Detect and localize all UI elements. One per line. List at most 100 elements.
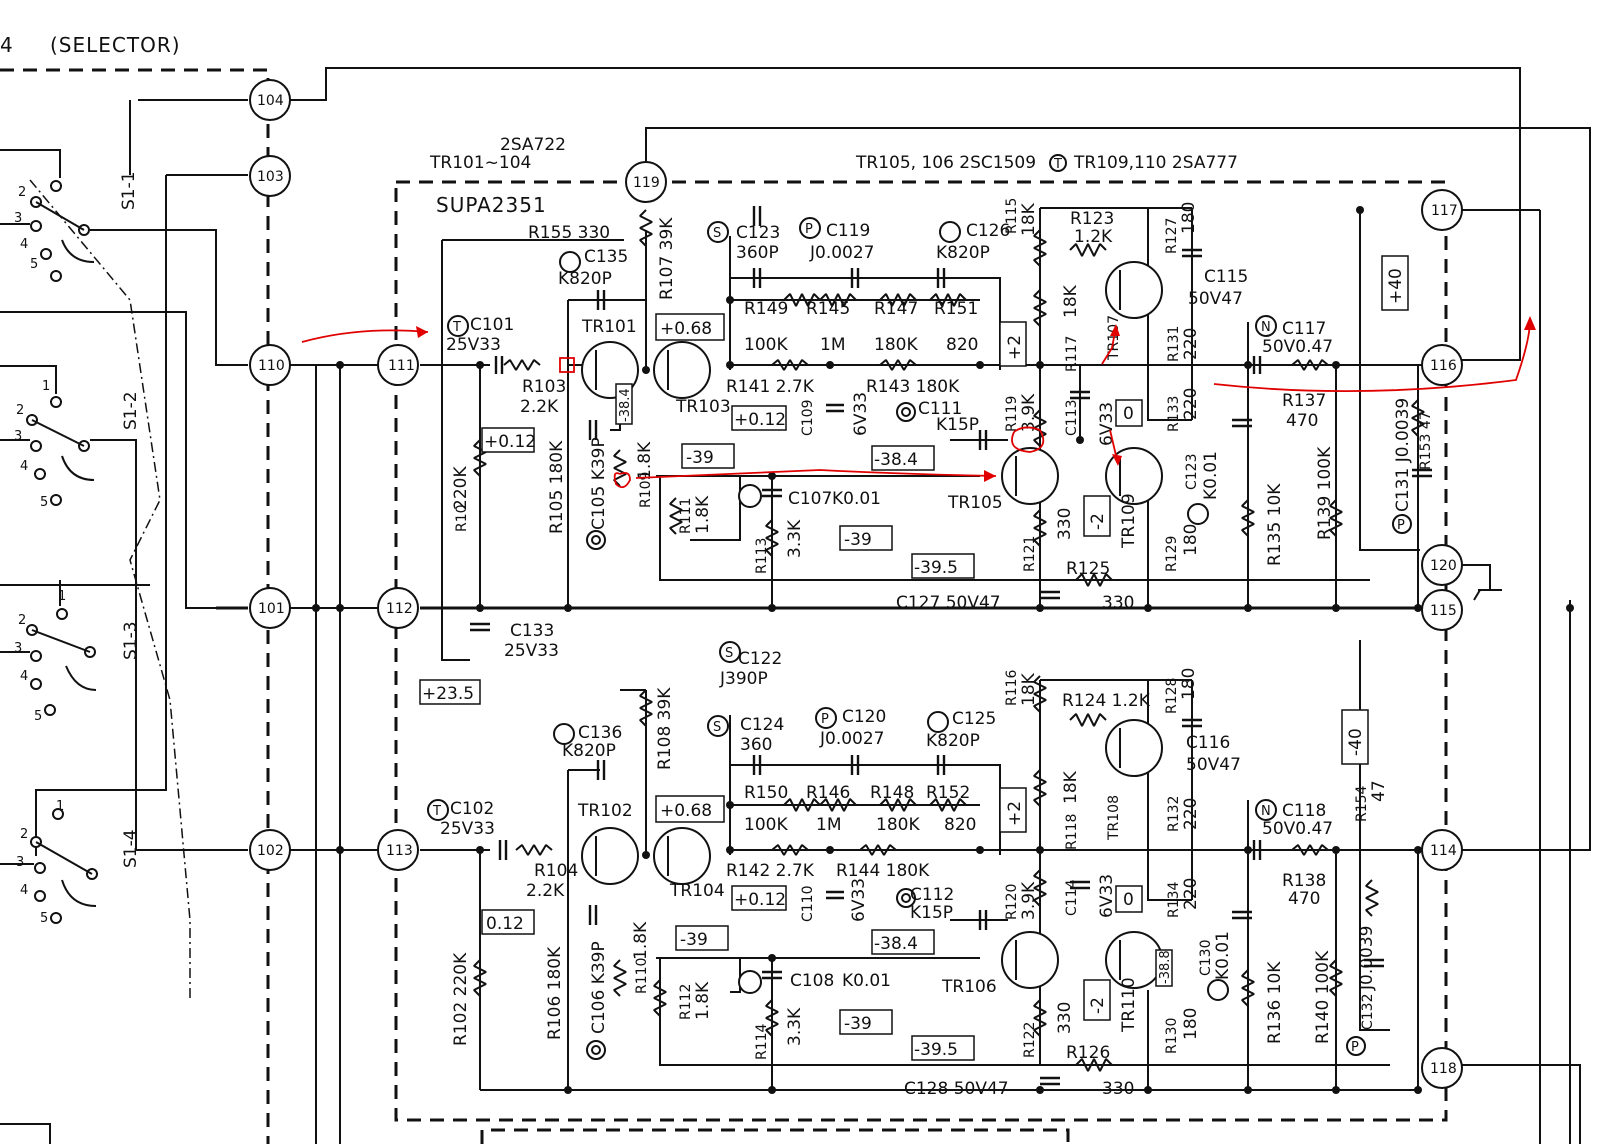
svg-text:R103: R103: [522, 377, 566, 397]
svg-text:100K: 100K: [744, 815, 788, 835]
svg-text:111: 111: [388, 358, 415, 374]
svg-text:TR101: TR101: [581, 317, 637, 337]
svg-text:N: N: [1261, 804, 1271, 819]
svg-text:C123: C123: [1184, 454, 1200, 491]
svg-text:112: 112: [386, 601, 413, 617]
svg-text:50V47: 50V47: [1188, 289, 1243, 309]
svg-text:K0.01: K0.01: [1213, 931, 1233, 980]
svg-text:R105 180K: R105 180K: [547, 440, 567, 534]
svg-text:-2: -2: [1088, 997, 1108, 1014]
svg-text:6V33: 6V33: [849, 878, 869, 922]
svg-text:R134: R134: [1166, 881, 1182, 918]
switch-label-s1-2: S1-2: [121, 391, 141, 430]
svg-text:C135: C135: [584, 247, 628, 267]
svg-text:470: 470: [1286, 411, 1318, 431]
svg-text:360P: 360P: [736, 243, 779, 263]
voltage-box: +2: [999, 787, 1027, 833]
svg-text:2: 2: [18, 185, 26, 200]
svg-text:3.9K: 3.9K: [1019, 881, 1039, 920]
node-110: 110: [249, 344, 291, 386]
svg-text:R125: R125: [1066, 559, 1110, 579]
tr-type-top-left: 2SA722: [500, 135, 566, 155]
voltage-box: -39: [681, 443, 735, 469]
node-115: 115: [1421, 589, 1463, 631]
svg-text:TR104: TR104: [669, 881, 725, 901]
svg-text:220: 220: [1181, 328, 1201, 360]
svg-text:820: 820: [944, 815, 976, 835]
svg-text:-39: -39: [686, 448, 714, 468]
svg-text:119: 119: [633, 175, 660, 191]
wiring: [0, 67, 1591, 1144]
selector-switches: S1-1 2 3 4 5 S1-2 1 2 3 4 5 S1-3 1 2 3 4…: [0, 149, 191, 1000]
svg-text:-38.4: -38.4: [874, 934, 918, 954]
svg-text:820: 820: [946, 335, 978, 355]
svg-text:K0.01: K0.01: [842, 971, 891, 991]
svg-text:K15P: K15P: [910, 903, 953, 923]
svg-text:K15P: K15P: [936, 415, 979, 435]
node-117: 117: [1421, 189, 1463, 231]
svg-text:1.8K: 1.8K: [631, 921, 651, 960]
svg-text:R138: R138: [1282, 871, 1326, 891]
svg-text:R126: R126: [1066, 1043, 1110, 1063]
svg-text:K0.01: K0.01: [832, 489, 881, 509]
svg-text:330: 330: [1055, 508, 1075, 540]
voltage-box: -2: [1083, 495, 1111, 537]
svg-text:C107: C107: [788, 489, 832, 509]
switch-label-s1-3: S1-3: [121, 621, 141, 660]
svg-text:R136 10K: R136 10K: [1265, 961, 1285, 1044]
svg-text:R111: R111: [678, 498, 694, 534]
svg-text:R145: R145: [806, 299, 850, 319]
svg-text:P: P: [805, 222, 813, 237]
svg-text:S: S: [713, 226, 721, 241]
voltage-box: +23.5: [419, 679, 481, 705]
svg-text:K0.01: K0.01: [1201, 451, 1221, 500]
node-114: 114: [1421, 829, 1463, 871]
svg-text:180: 180: [1181, 1008, 1201, 1040]
svg-text:R124 1.2K: R124 1.2K: [1062, 691, 1151, 711]
svg-text:104: 104: [257, 93, 284, 109]
svg-text:103: 103: [257, 169, 284, 185]
svg-text:R154: R154: [1354, 785, 1370, 822]
voltage-box: 0.12: [481, 909, 535, 935]
svg-text:220: 220: [1181, 878, 1201, 910]
svg-text:C132: C132: [1360, 994, 1376, 1031]
svg-text:220K: 220K: [451, 466, 471, 510]
svg-text:TR109: TR109: [1119, 493, 1139, 549]
svg-text:T: T: [432, 804, 441, 819]
svg-text:1M: 1M: [820, 335, 845, 355]
node-118: 118: [1421, 1047, 1463, 1089]
svg-text:2: 2: [20, 827, 28, 842]
svg-text:3.9K: 3.9K: [1019, 393, 1039, 432]
lower-channel: S S P T N P C122 J390P R108 39K C124 360…: [427, 641, 1389, 1099]
svg-text:100K: 100K: [744, 335, 788, 355]
svg-text:5: 5: [34, 709, 42, 724]
svg-text:+0.12: +0.12: [734, 890, 786, 910]
svg-text:-38.4: -38.4: [618, 388, 633, 422]
svg-text:3: 3: [14, 211, 22, 226]
svg-text:R155 330: R155 330: [528, 223, 610, 243]
voltage-box: +0.12: [481, 427, 536, 453]
svg-text:R109: R109: [638, 472, 654, 508]
svg-text:R121: R121: [1022, 536, 1038, 572]
svg-text:TR106: TR106: [941, 977, 997, 997]
svg-text:R131: R131: [1166, 326, 1182, 362]
svg-text:180: 180: [1179, 668, 1199, 700]
switch-label-s1-4: S1-4: [121, 829, 141, 868]
svg-text:R140 100K: R140 100K: [1313, 950, 1333, 1044]
voltage-box: 0: [1115, 399, 1143, 427]
svg-text:330: 330: [1102, 593, 1134, 613]
node-111: 111: [377, 344, 419, 386]
svg-text:J0.0027: J0.0027: [809, 243, 875, 263]
svg-text:R114: R114: [754, 1023, 770, 1060]
svg-text:2: 2: [18, 613, 26, 628]
voltage-box: +0.68: [655, 795, 725, 823]
svg-text:-40: -40: [1346, 728, 1366, 756]
voltage-box: -38.4: [871, 445, 935, 471]
svg-text:R151: R151: [934, 299, 978, 319]
svg-text:-38.4: -38.4: [874, 450, 918, 470]
svg-text:R129: R129: [1164, 536, 1180, 572]
svg-text:R122: R122: [1022, 1022, 1038, 1058]
svg-text:C108: C108: [790, 971, 834, 991]
voltage-box: -39.5: [911, 553, 975, 579]
svg-text:R110: R110: [634, 958, 650, 994]
